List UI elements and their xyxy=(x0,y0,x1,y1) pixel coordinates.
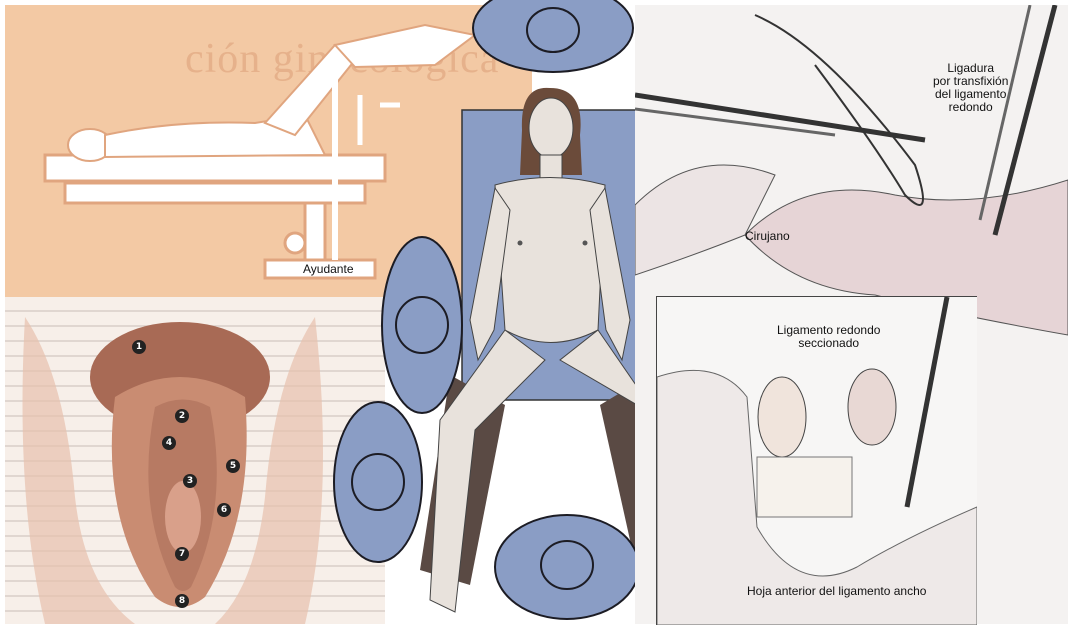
surgeon-silhouette xyxy=(495,515,639,619)
positioning-illustration: ción ginecológica Ayudante xyxy=(5,5,532,297)
anatomy-marker-6: 6 xyxy=(217,503,231,517)
operating-table-drawing xyxy=(5,5,532,297)
anatomy-marker-2: 2 xyxy=(175,409,189,423)
anatomy-marker-8: 8 xyxy=(175,594,189,608)
vulva-anatomy-illustration: 1 2 3 4 5 6 7 8 xyxy=(5,297,385,624)
assistant-label: Ayudante xyxy=(303,263,354,276)
ligament-sectioned-label: Ligamento redondo seccionado xyxy=(777,324,880,350)
broad-ligament-label: Hoja anterior del ligamento ancho xyxy=(747,585,926,598)
ligament-sectioned-illustration: Ligamento redondo seccionado Hoja anteri… xyxy=(656,296,977,625)
anatomy-marker-5: 5 xyxy=(226,459,240,473)
surgeon-label: Cirujano xyxy=(745,230,790,243)
anatomy-marker-7: 7 xyxy=(175,547,189,561)
anatomy-marker-4: 4 xyxy=(162,436,176,450)
anatomy-marker-3: 3 xyxy=(183,474,197,488)
anatomy-marker-1: 1 xyxy=(132,340,146,354)
anatomy-drawing xyxy=(5,297,385,624)
ligature-label: Ligadura por transfixión del ligamento r… xyxy=(933,62,1008,114)
